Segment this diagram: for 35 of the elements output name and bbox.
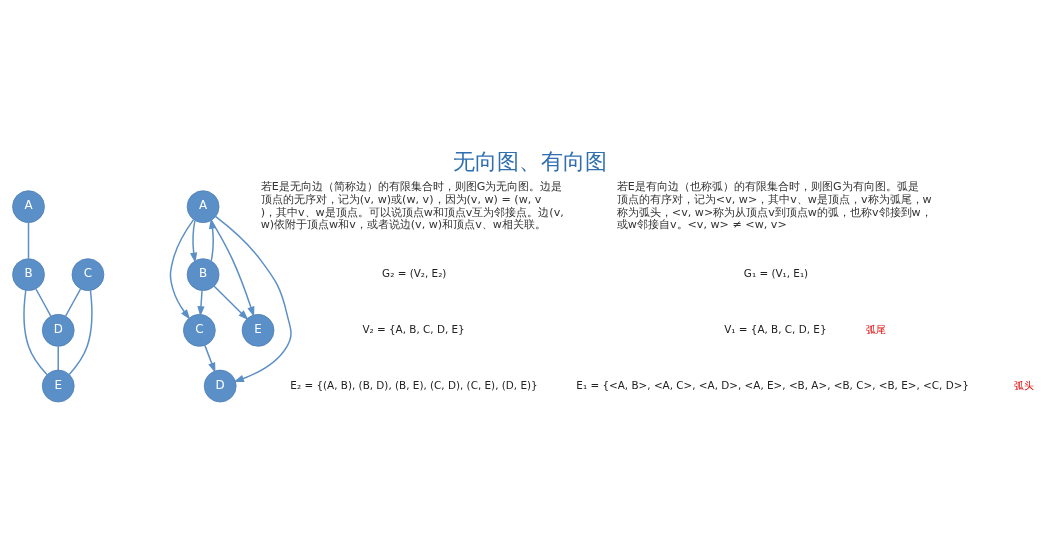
arrow [197, 290, 205, 317]
node-circle: E [41, 369, 75, 403]
node-circle: A [186, 190, 220, 223]
arrow [215, 215, 292, 382]
connector [23, 289, 48, 376]
label: 弧头 [1014, 378, 1035, 391]
node-circle: C [71, 258, 105, 291]
node-circle: D [41, 314, 75, 347]
node-circle: E [241, 314, 275, 347]
connector [57, 345, 59, 371]
node-circle: A [12, 190, 45, 223]
diagram-title: 无向图、有向图 [453, 147, 608, 174]
label: V₂ = {A, B, C, D, E} [362, 323, 465, 336]
node-circle: C [183, 314, 216, 347]
arrow [169, 218, 195, 320]
label: 若E是无向边（简称边）的有限集合时，则图G为无向图。边是顶点的无序对，记为(v, w)或(w, v)，因为(v, w) = (w, v)，其中v、w是顶点。可以说顶点w和顶点v互为邻接点。边(v, w)依附于顶点w和v，或者说边(v, w)和顶点v、w相关联。 [260, 180, 564, 232]
connector [68, 289, 93, 376]
arrow [213, 285, 249, 321]
label: E₂ = {(A, B), (B, D), (B, E), (C, D), (C, E), (D, E)} [290, 378, 538, 391]
connector [35, 288, 52, 317]
label: V₁ = {A, B, C, D, E} [724, 323, 827, 336]
label: 弧尾 [866, 323, 887, 336]
node-circle: B [186, 258, 220, 291]
label: E₁ = {<A, B>, <A, C>, <A, D>, <A, E>, <B, A>, <B, C>, <B, E>, <C, D>} [576, 378, 969, 391]
label: G₁ = (V₁, E₁) [743, 267, 809, 280]
arrow [190, 219, 198, 263]
label: G₂ = (V₂, E₂) [382, 267, 447, 280]
connector [64, 288, 82, 317]
arrow [210, 219, 255, 318]
arrow [204, 344, 216, 374]
label: 若E是有向边（也称弧）的有限集合时，则图G为有向图。弧是顶点的有序对，记为<v, w>，其中v、w是顶点，v称为弧尾，w称为弧头，<v, w>称为从顶点v到顶点w的弧，也称v邻接到w，或w邻接自v。<v, w> ≠ <w, v> [616, 180, 932, 232]
connector [27, 222, 30, 260]
node-circle: B [12, 258, 45, 291]
arrow [208, 218, 217, 262]
node-circle: D [203, 369, 237, 403]
